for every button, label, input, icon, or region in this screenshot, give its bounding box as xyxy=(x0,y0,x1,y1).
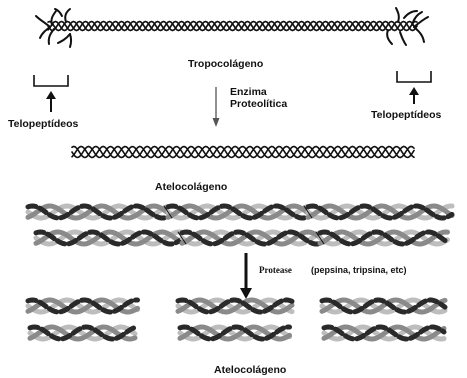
protease-arrow xyxy=(240,253,252,299)
telopeptides-left-label: Telopeptídeos xyxy=(8,118,79,130)
atelocollagen-helix xyxy=(72,147,414,158)
enzyme-arrow xyxy=(213,87,220,127)
protease-examples-label: (pepsina, tripsina, etc) xyxy=(311,265,407,275)
left-telopeptide-marker xyxy=(34,75,68,112)
proteolytic-label: Proteolítica xyxy=(230,98,287,110)
upper-fibril-block xyxy=(28,206,452,244)
telopeptides-right-label: Telopeptídeos xyxy=(371,109,442,121)
telopeptide-ends xyxy=(36,8,428,47)
right-telopeptide-marker xyxy=(397,71,431,104)
tropocollagen-label: Tropocolágeno xyxy=(188,58,263,70)
tropocollagen-helix xyxy=(36,8,428,47)
lower-fibril-clusters xyxy=(28,300,445,339)
enzyme-label: Enzima xyxy=(230,86,267,98)
atelocollagen-label-top: Atelocolágeno xyxy=(155,181,227,193)
atelocollagen-label-bottom: Atelocolágeno xyxy=(214,364,286,376)
protease-label: Protease xyxy=(259,265,292,275)
